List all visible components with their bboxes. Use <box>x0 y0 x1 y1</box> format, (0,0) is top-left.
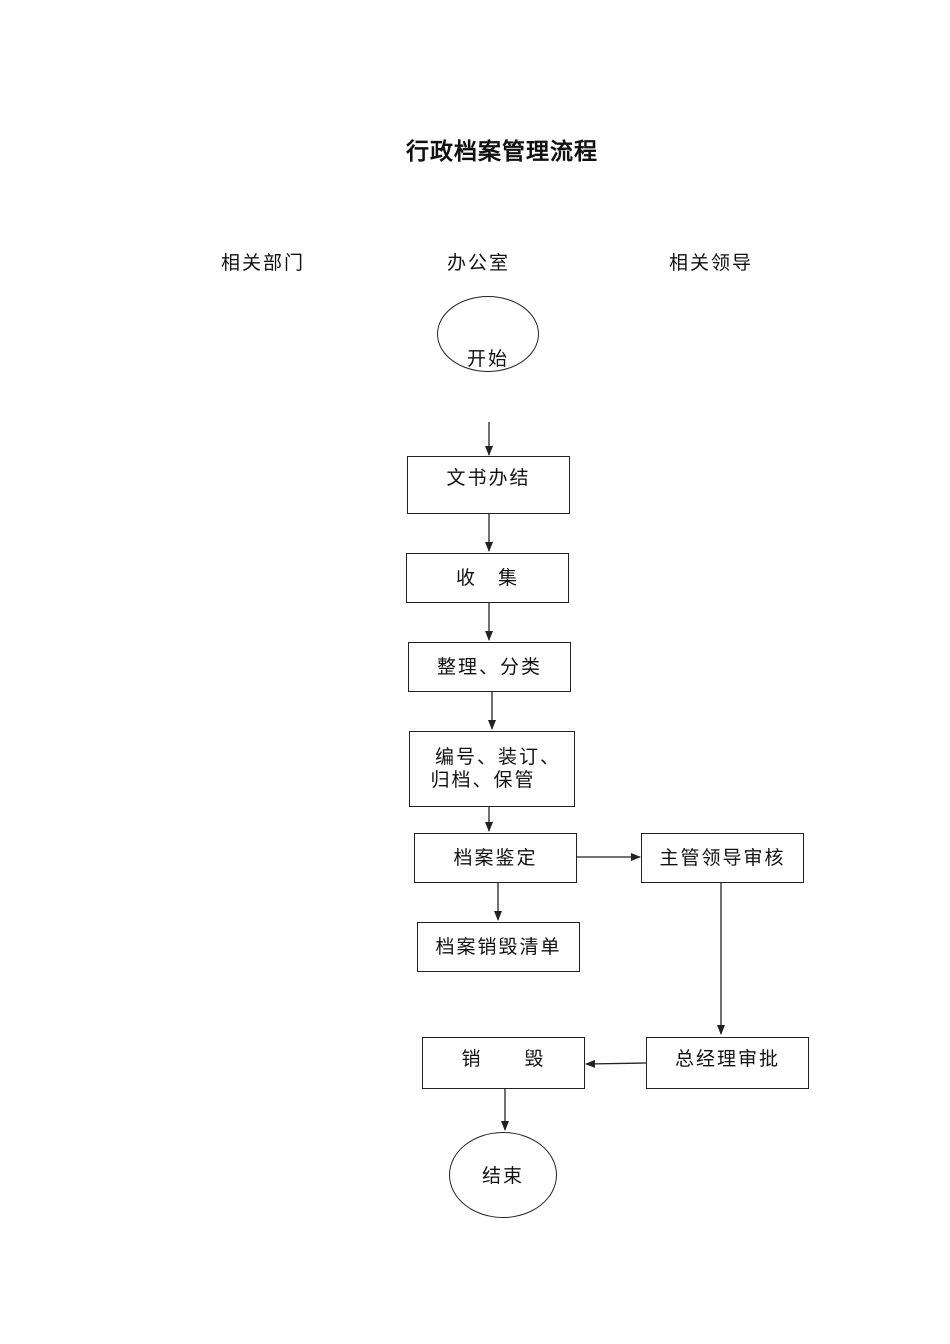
node-gm-approve: 总经理审批 <box>646 1037 809 1089</box>
node-collect: 收 集 <box>406 553 569 603</box>
node-supervisor: 主管领导审核 <box>641 833 804 883</box>
lane-label-office: 办公室 <box>447 252 511 274</box>
start-label: 开始 <box>466 348 509 370</box>
node-destroy: 销 毁 <box>422 1037 585 1089</box>
node-appraisal: 档案鉴定 <box>414 833 577 883</box>
end-label: 结束 <box>481 1165 524 1187</box>
start-node: 开始 <box>437 296 539 372</box>
lane-label-dept: 相关部门 <box>221 252 306 274</box>
end-node: 结束 <box>449 1132 557 1218</box>
page-title: 行政档案管理流程 <box>406 138 598 165</box>
node-organize: 整理、分类 <box>408 642 571 692</box>
node-wenshu: 文书办结 <box>407 456 570 514</box>
node-destroy-list: 档案销毁清单 <box>417 922 580 972</box>
arrow-gm-to-destroy <box>585 1059 647 1068</box>
lane-label-leader: 相关领导 <box>669 252 754 274</box>
node-number-line2: 归档、保管 <box>430 769 536 791</box>
node-number-line1: 编号、装订、 <box>434 746 561 768</box>
node-number: 编号、装订、 归档、保管 <box>409 731 575 807</box>
